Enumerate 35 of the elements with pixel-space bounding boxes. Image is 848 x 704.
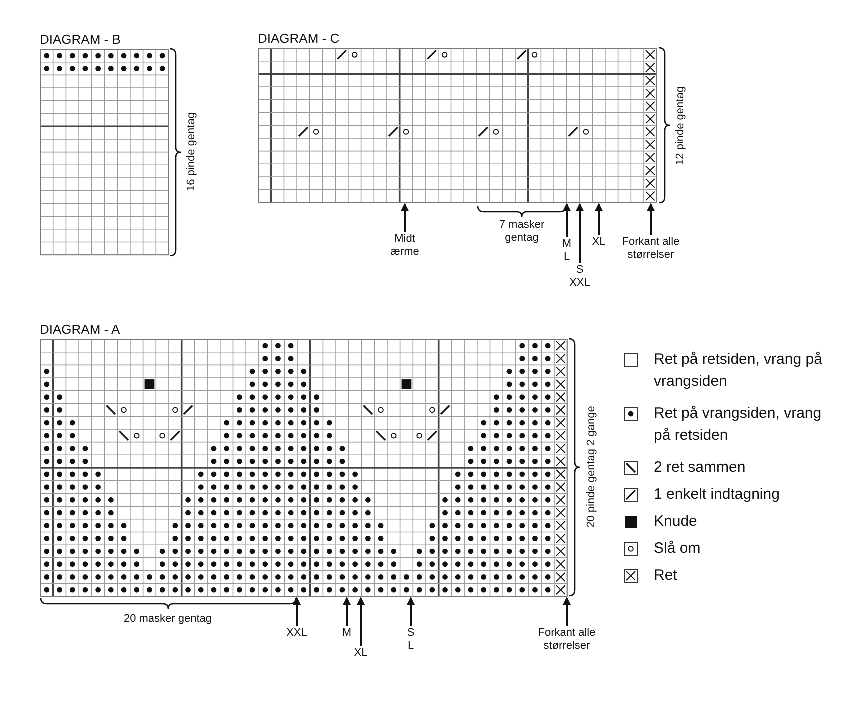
arrow: [647, 203, 655, 235]
chart-title: DIAGRAM - C: [258, 31, 340, 46]
bracket-label: 16 pinde gentag: [186, 112, 198, 192]
size-label: Forkant alle størrelser: [527, 627, 607, 653]
legend-text: 1 enkelt indtagning: [654, 485, 781, 505]
size-label: Forkant alle størrelser: [611, 236, 691, 262]
size-label: S L: [404, 627, 418, 653]
size-label: S XXL: [567, 264, 593, 290]
arrow: [343, 597, 351, 626]
bracket-label: 7 masker gentag: [498, 219, 546, 245]
arrow: [407, 597, 415, 626]
chart-title: DIAGRAM - B: [40, 32, 121, 47]
size-label: XL: [351, 647, 371, 660]
arrow: [293, 597, 301, 626]
size-label: XXL: [284, 627, 310, 640]
arrow: [401, 203, 409, 232]
bracket-label: 20 pinde gentag 2 gange: [586, 406, 598, 528]
legend-text: 2 ret sammen: [654, 458, 747, 478]
size-label: M L: [561, 238, 573, 264]
arrow: [563, 597, 571, 626]
chart-title: DIAGRAM - A: [40, 322, 120, 337]
size-label: XL: [589, 236, 609, 249]
bracket-label: 12 pinde gentag: [674, 86, 688, 166]
size-label: M: [340, 627, 354, 640]
legend-text: Ret på retsiden, vrang på vrangsiden: [654, 350, 824, 392]
legend-text: Knude: [654, 512, 698, 532]
bracket-label: 20 masker gentag: [122, 613, 214, 626]
legend-text: Slå om: [654, 539, 702, 559]
arrow: [563, 203, 571, 237]
legend-text: Ret: [654, 566, 678, 586]
arrow: [357, 597, 365, 646]
legend-text: Ret på vrangsiden, vrang på retsiden: [654, 404, 823, 446]
arrow: [595, 203, 603, 235]
size-label: Midt ærme: [388, 233, 422, 259]
arrow: [576, 203, 584, 263]
